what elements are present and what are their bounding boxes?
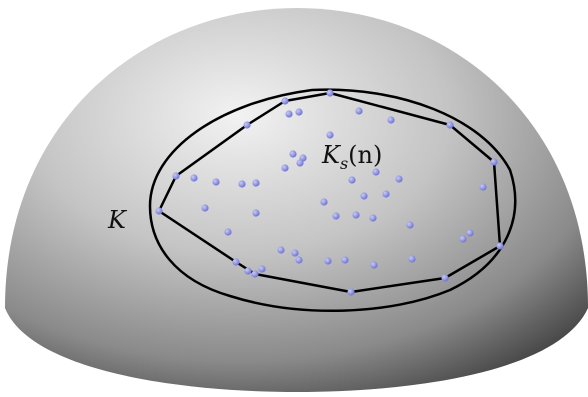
sample-point <box>326 131 334 139</box>
sample-point <box>395 175 403 183</box>
sample-point <box>496 242 504 250</box>
sample-point <box>372 168 380 176</box>
sample-point <box>238 180 246 188</box>
sample-point <box>258 265 266 273</box>
sample-point <box>295 256 303 264</box>
sample-point <box>382 190 390 198</box>
sample-point <box>466 229 474 237</box>
sample-point <box>252 179 260 187</box>
sample-point <box>347 288 355 296</box>
sample-point <box>212 178 220 186</box>
sample-point <box>479 183 487 191</box>
sample-point <box>355 107 363 115</box>
sample-point <box>190 174 198 182</box>
sample-point <box>326 89 334 97</box>
sample-point <box>360 192 368 200</box>
outer-body-label: K <box>107 206 128 234</box>
sample-point <box>252 209 260 217</box>
sample-point <box>352 211 360 219</box>
sample-point <box>244 267 252 275</box>
sample-points <box>155 89 504 296</box>
sample-point <box>332 212 340 220</box>
sample-point <box>281 164 289 172</box>
sample-point <box>459 235 467 243</box>
hull-label-main: K <box>321 141 342 169</box>
sample-point <box>341 256 349 264</box>
sample-point <box>201 204 209 212</box>
sample-point <box>369 214 377 222</box>
sample-point <box>289 150 297 158</box>
sample-point <box>296 159 304 167</box>
sample-point <box>387 116 395 124</box>
sample-point <box>232 258 240 266</box>
hull-label-sub: s <box>340 154 348 173</box>
hemisphere-surface <box>5 8 588 392</box>
sample-point <box>285 110 293 118</box>
sample-point <box>251 270 259 278</box>
sample-point <box>406 221 414 229</box>
sample-point <box>370 261 378 269</box>
convex-body-boundary <box>148 88 517 313</box>
hull-label-arg: (n) <box>348 141 382 169</box>
sample-point <box>281 97 289 105</box>
sample-point <box>324 257 332 265</box>
sample-point <box>348 176 356 184</box>
sample-point <box>155 207 163 215</box>
sample-point <box>291 249 299 257</box>
sample-point <box>408 255 416 263</box>
sample-point <box>441 274 449 282</box>
hull-label: Ks(n) <box>321 141 382 173</box>
sample-point <box>490 158 498 166</box>
sample-point <box>243 121 251 129</box>
sample-point <box>320 198 328 206</box>
sample-point <box>224 228 232 236</box>
sample-point <box>277 246 285 254</box>
sample-point <box>446 121 454 129</box>
sample-point <box>295 108 303 116</box>
sample-point <box>172 172 180 180</box>
